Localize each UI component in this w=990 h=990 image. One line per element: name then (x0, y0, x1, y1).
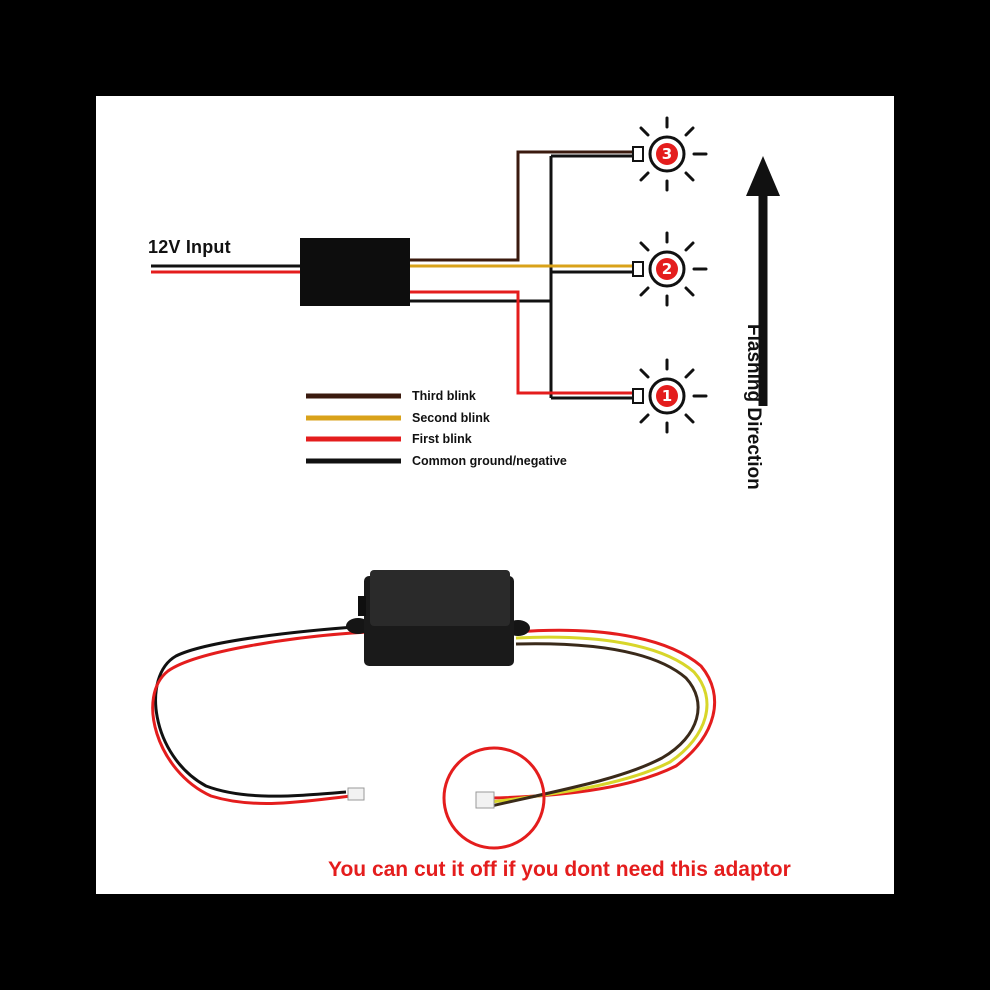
highlight-circle (442, 746, 546, 850)
bulb-3-icon (632, 116, 708, 192)
bulb-1-icon (632, 358, 708, 434)
legend-common-ground: Common ground/negative (412, 454, 567, 468)
cable-right-red (490, 628, 717, 800)
legend-second-blink: Second blink (412, 411, 490, 425)
wiring-diagram-graphic (151, 116, 780, 850)
adaptor-note: You can cut it off if you dont need this… (328, 858, 791, 881)
legend-first-blink: First blink (412, 432, 472, 446)
module-box (346, 570, 530, 666)
arrow-up-icon (746, 156, 780, 406)
connector-right (475, 791, 495, 809)
bulb-2-number: 2 (661, 260, 673, 278)
connector-left (347, 787, 365, 801)
controller-box (300, 238, 410, 306)
cable-right-black (490, 642, 700, 808)
bulb-1-number: 1 (661, 387, 673, 405)
legend-third-blink: Third blink (412, 389, 476, 403)
wire-first-blink (410, 290, 641, 395)
bulb-3-number: 3 (661, 145, 673, 163)
bulb-2-icon (632, 231, 708, 307)
flashing-direction-label: Flashing Direction (743, 324, 764, 490)
cable-left-black (154, 624, 369, 798)
input-label: 12V Input (148, 237, 231, 257)
cable-right-yellow (490, 635, 709, 804)
cable-left-red (151, 630, 369, 805)
wire-third-blink (410, 150, 641, 262)
product-image: 12V Input 3 2 1 Flashing Direction Third… (96, 96, 894, 894)
